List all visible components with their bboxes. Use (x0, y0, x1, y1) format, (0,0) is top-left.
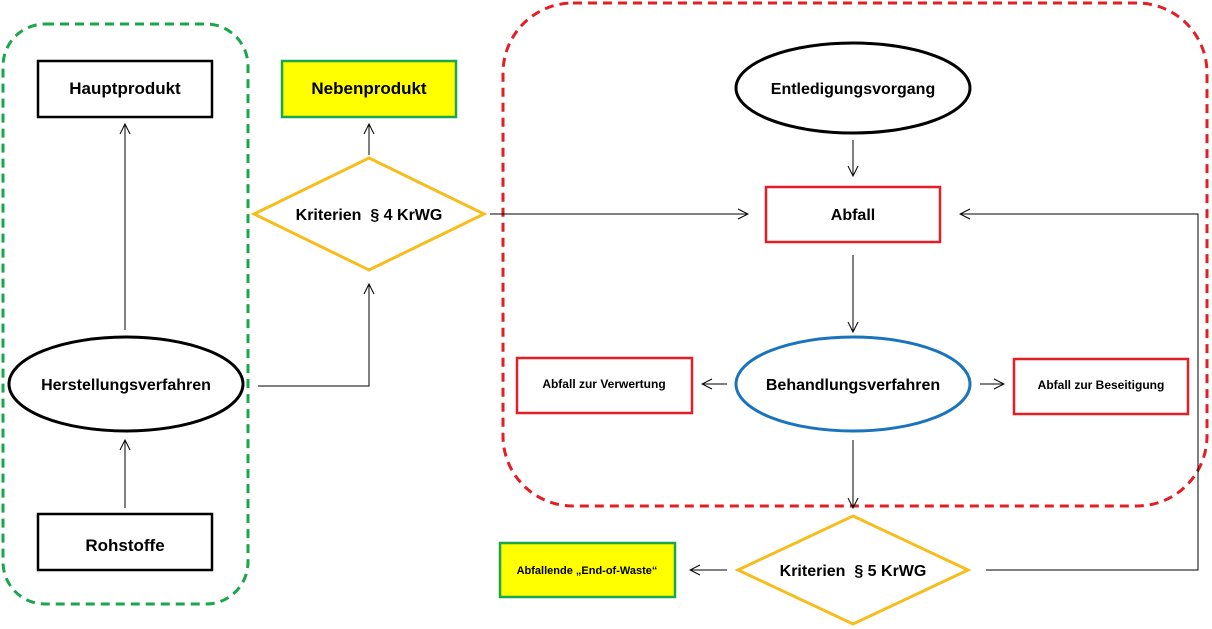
hauptprodukt-label: Hauptprodukt (69, 79, 181, 98)
node-rohstoffe: Rohstoffe (36, 512, 214, 572)
arrow-kriterien5-to-abfall (960, 214, 1199, 571)
node-abfall: Abfall (764, 185, 942, 244)
rohstoffe-label: Rohstoffe (85, 536, 164, 555)
node-end-of-waste: Abfallende „End-of-Waste“ (498, 541, 677, 599)
herstellungsverfahren-label: Herstellungsverfahren (41, 377, 211, 394)
kriterien-4-label: Kriterien § 4 KrWG (296, 207, 443, 224)
end-of-waste-label: Abfallende „End-of-Waste“ (517, 565, 658, 577)
node-kriterien-4: Kriterien § 4 KrWG (250, 156, 488, 272)
abfall-verwertung-label: Abfall zur Verwertung (542, 377, 665, 391)
entledigungsvorgang-label: Entledigungsvorgang (771, 81, 935, 98)
node-abfall-verwertung: Abfall zur Verwertung (515, 356, 694, 415)
node-herstellungsverfahren: Herstellungsverfahren (7, 335, 245, 433)
node-behandlungsverfahren: Behandlungsverfahren (734, 335, 972, 433)
node-hauptprodukt: Hauptprodukt (36, 59, 214, 119)
arrow-herstellung-to-kriterien4 (258, 284, 369, 387)
production-region (1, 22, 250, 606)
nebenprodukt-label: Nebenprodukt (311, 79, 427, 98)
behandlungsverfahren-label: Behandlungsverfahren (766, 377, 940, 394)
node-kriterien-5: Kriterien § 5 KrWG (734, 514, 972, 626)
node-nebenprodukt: Nebenprodukt (280, 59, 458, 119)
node-entledigungsvorgang: Entledigungsvorgang (734, 41, 972, 135)
abfall-beseitigung-label: Abfall zur Beseitigung (1038, 378, 1165, 392)
kriterien-5-label: Kriterien § 5 KrWG (780, 563, 927, 580)
abfall-label: Abfall (831, 207, 875, 224)
node-abfall-beseitigung: Abfall zur Beseitigung (1012, 357, 1190, 416)
